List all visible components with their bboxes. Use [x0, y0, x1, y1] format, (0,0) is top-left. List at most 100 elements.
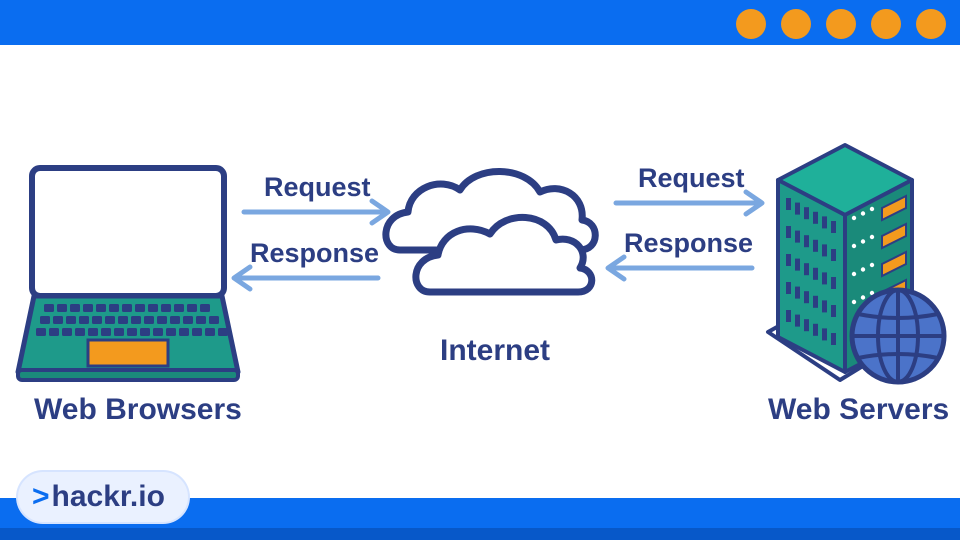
keyboard-key [36, 328, 46, 336]
keyboard-key [118, 316, 128, 324]
keyboard-key [161, 304, 171, 312]
vent-slot [786, 310, 791, 322]
globe-icon [849, 287, 947, 385]
vent-slot [804, 235, 809, 248]
response-arrow-right [605, 254, 755, 282]
request-label-left: Request [264, 172, 371, 202]
vent-slot [786, 226, 791, 238]
cloud-icon [382, 168, 599, 296]
keyboard-keys [36, 304, 228, 336]
keyboard-key [49, 328, 59, 336]
led-light [869, 206, 875, 212]
touchpad [86, 338, 170, 368]
keyboard-key [174, 304, 184, 312]
keyboard-key [79, 316, 89, 324]
led-light [860, 295, 866, 300]
server-icon [766, 143, 947, 385]
keyboard-key [127, 328, 137, 336]
vent-slot [795, 314, 800, 327]
led-light [869, 262, 875, 268]
keyboard-key [101, 328, 111, 336]
keyboard-key [196, 316, 206, 324]
vent-slot [822, 272, 827, 285]
request-arrow-right [613, 189, 765, 217]
keyboard-key [140, 328, 150, 336]
led-light [851, 215, 857, 221]
response-label-left: Response [250, 238, 380, 268]
keyboard-key [70, 304, 80, 312]
web-servers-label: Web Servers [768, 393, 950, 426]
vent-slot [831, 221, 836, 233]
led-light [851, 299, 857, 305]
response-arrow-left [231, 264, 381, 292]
keyboard-key [131, 316, 141, 324]
keyboard-key [200, 304, 210, 312]
keyboard-key [183, 316, 193, 324]
keyboard-key [66, 316, 76, 324]
keyboard-key [44, 304, 54, 312]
vent-slot [831, 305, 836, 317]
keyboard-key [122, 304, 132, 312]
keyboard-key [53, 316, 63, 324]
orange-dot [871, 9, 901, 39]
led-light [869, 290, 875, 296]
vent-slot [822, 328, 827, 341]
top-banner [0, 0, 960, 45]
logo-text: hackr.io [51, 480, 165, 513]
orange-dot [916, 9, 946, 39]
orange-dot [781, 9, 811, 39]
vent-slot [804, 291, 809, 304]
vent-slot [795, 258, 800, 271]
internet-label: Internet [440, 334, 551, 367]
request-label-right: Request [638, 163, 745, 193]
hackr-logo[interactable]: > hackr.io [18, 472, 188, 522]
vent-slot [786, 282, 791, 294]
keyboard-key [187, 304, 197, 312]
vent-slot [786, 254, 791, 266]
vent-slot [813, 323, 818, 336]
vent-slot [831, 249, 836, 261]
response-label-right: Response [624, 228, 754, 258]
keyboard-key [83, 304, 93, 312]
vent-slot [795, 202, 800, 215]
vent-slot [795, 230, 800, 243]
keyboard-key [40, 316, 50, 324]
vent-slot [804, 207, 809, 220]
drive-bay [881, 194, 907, 222]
vent-slot [786, 198, 791, 210]
keyboard-key [144, 316, 154, 324]
drive-bay [881, 250, 907, 278]
keyboard-key [218, 328, 228, 336]
keyboard-key [148, 304, 158, 312]
vent-slot [813, 239, 818, 252]
drive-bay [881, 222, 907, 250]
keyboard-key [153, 328, 163, 336]
orange-dot [826, 9, 856, 39]
keyboard-key [105, 316, 115, 324]
keyboard-key [92, 316, 102, 324]
vent-slot [804, 319, 809, 332]
keyboard-key [192, 328, 202, 336]
keyboard-key [109, 304, 119, 312]
vent-slot [813, 267, 818, 280]
web-browsers-label: Web Browsers [34, 393, 242, 426]
request-arrow-left [241, 198, 391, 226]
bottom-strip [0, 528, 960, 540]
keyboard-key [135, 304, 145, 312]
led-light [851, 271, 857, 277]
vent-slot [813, 211, 818, 224]
keyboard-key [96, 304, 106, 312]
led-light [869, 234, 875, 240]
vent-slot [795, 286, 800, 299]
keyboard-key [179, 328, 189, 336]
keyboard-key [57, 304, 67, 312]
keyboard-key [209, 316, 219, 324]
decorative-dots [736, 9, 946, 39]
led-light [860, 267, 866, 272]
vent-slot [822, 244, 827, 257]
keyboard-key [170, 316, 180, 324]
led-light [851, 243, 857, 249]
led-light [860, 211, 866, 216]
vent-slot [831, 333, 836, 345]
